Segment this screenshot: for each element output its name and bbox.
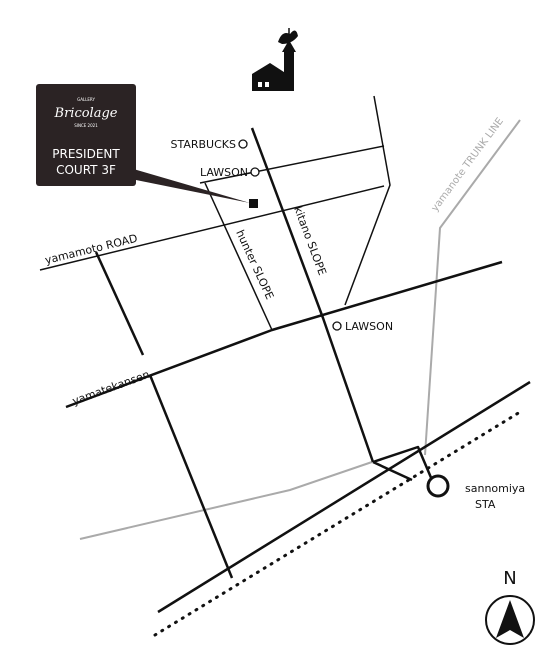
southwest-road (148, 374, 234, 579)
yamatekansen-road (65, 260, 503, 409)
brand-top-text: GALLERY (77, 97, 95, 102)
rail-label-yamanote: yamanote TRUNK LINE (430, 116, 506, 214)
station-name-line-1: sannomiya (465, 482, 525, 495)
church-weathervane-icon (252, 28, 298, 91)
yamanote-trunk-line (424, 119, 521, 456)
callout-line-1: PRESIDENT (52, 147, 120, 161)
destination-square-icon (249, 199, 258, 208)
station-circle-icon (426, 474, 450, 498)
rail-lines (79, 119, 521, 540)
road-label-yamatekansen: yamatekansen (71, 368, 152, 408)
upper-cross-road (199, 145, 385, 184)
station-name-line-2: STA (475, 498, 496, 511)
brand-name: Bricolage (54, 106, 118, 121)
brand-since-text: SINCE 2021 (74, 123, 98, 128)
destination-callout: GALLERY Bricolage SINCE 2021 PRESIDENT C… (36, 84, 250, 203)
secondary-grey-road (79, 461, 373, 540)
poi-starbucks-label: STARBUCKS (171, 138, 237, 151)
kitano-slope (250, 127, 375, 463)
callout-line-2: COURT 3F (56, 163, 116, 177)
station-approach-road (372, 460, 413, 482)
hunter-slope (204, 182, 273, 331)
north-arrow-icon: N (485, 568, 535, 645)
major-roads (65, 127, 531, 614)
poi-lawson-top-label: LAWSON (200, 166, 248, 179)
west-vertical-road (94, 251, 145, 356)
compass-label: N (503, 568, 516, 589)
store-circle-icon (250, 167, 260, 177)
dotted-railway (153, 410, 522, 637)
southern-diagonal-road (157, 380, 531, 614)
store-circle-icon (332, 321, 342, 331)
east-road (344, 95, 391, 306)
poi-lawson-mid-label: LAWSON (345, 320, 393, 333)
store-circle-icon (238, 139, 248, 149)
road-label-kitano: kitano SLOPE (291, 204, 329, 277)
